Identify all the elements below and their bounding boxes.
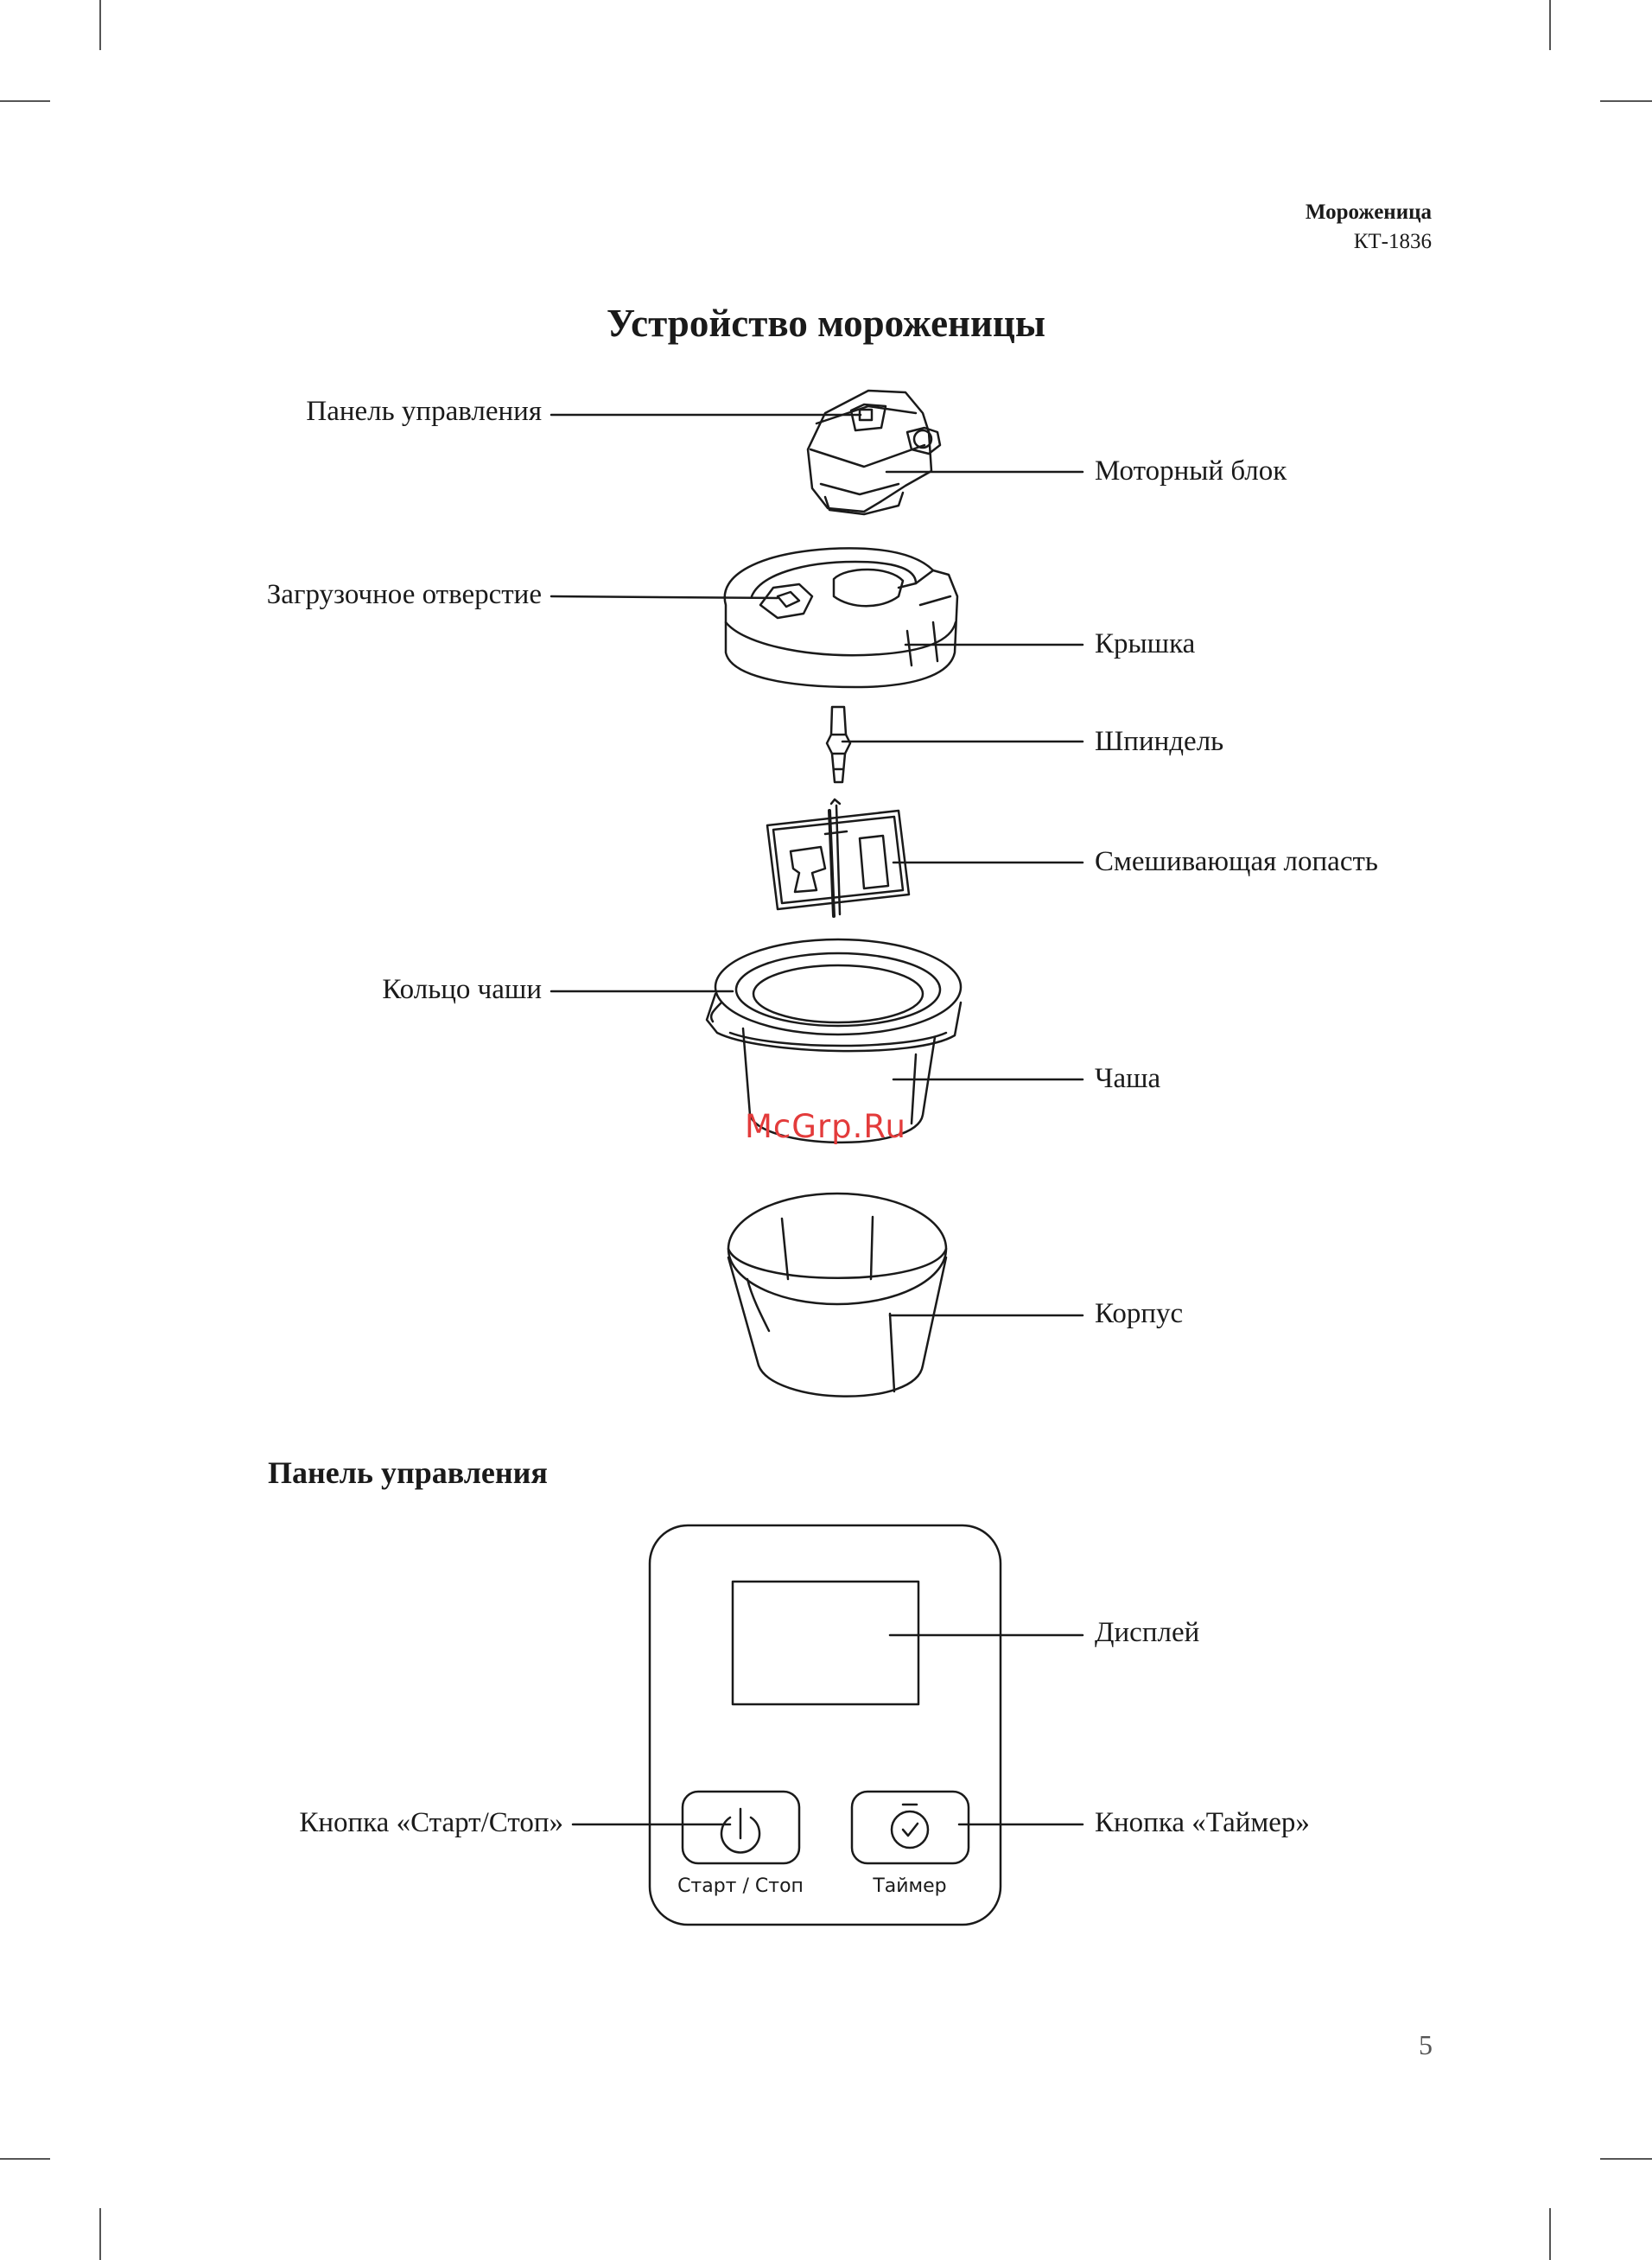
watermark: McGrp.Ru bbox=[745, 1108, 906, 1145]
label-spindle: Шпиндель bbox=[1095, 724, 1223, 759]
label-bowl-ring: Кольцо чаши bbox=[382, 972, 542, 1007]
housing-drawing bbox=[728, 1194, 946, 1397]
label-feed-hole: Загрузочное отверстие bbox=[267, 577, 542, 612]
motor-block-drawing bbox=[808, 391, 940, 514]
control-panel-drawing bbox=[573, 1525, 1083, 1925]
label-lid: Крышка bbox=[1095, 627, 1195, 661]
label-display: Дисплей bbox=[1095, 1615, 1199, 1650]
section-title-control-panel: Панель управления bbox=[268, 1455, 548, 1491]
spindle-drawing bbox=[827, 707, 850, 782]
lid-drawing bbox=[725, 548, 957, 687]
label-timer-button: Кнопка «Таймер» bbox=[1095, 1805, 1310, 1840]
label-start-stop-button: Кнопка «Старт/Стоп» bbox=[299, 1805, 563, 1840]
timer-caption: Таймер bbox=[845, 1875, 975, 1897]
label-paddle: Смешивающая лопасть bbox=[1095, 844, 1378, 879]
label-bowl: Чаша bbox=[1095, 1061, 1160, 1096]
label-body: Корпус bbox=[1095, 1296, 1183, 1331]
label-motor-block: Моторный блок bbox=[1095, 454, 1287, 488]
page-number: 5 bbox=[1419, 2029, 1433, 2061]
paddle-drawing bbox=[767, 799, 909, 916]
start-stop-caption: Старт / Стоп bbox=[676, 1875, 805, 1897]
label-control-panel: Панель управления bbox=[306, 394, 542, 429]
